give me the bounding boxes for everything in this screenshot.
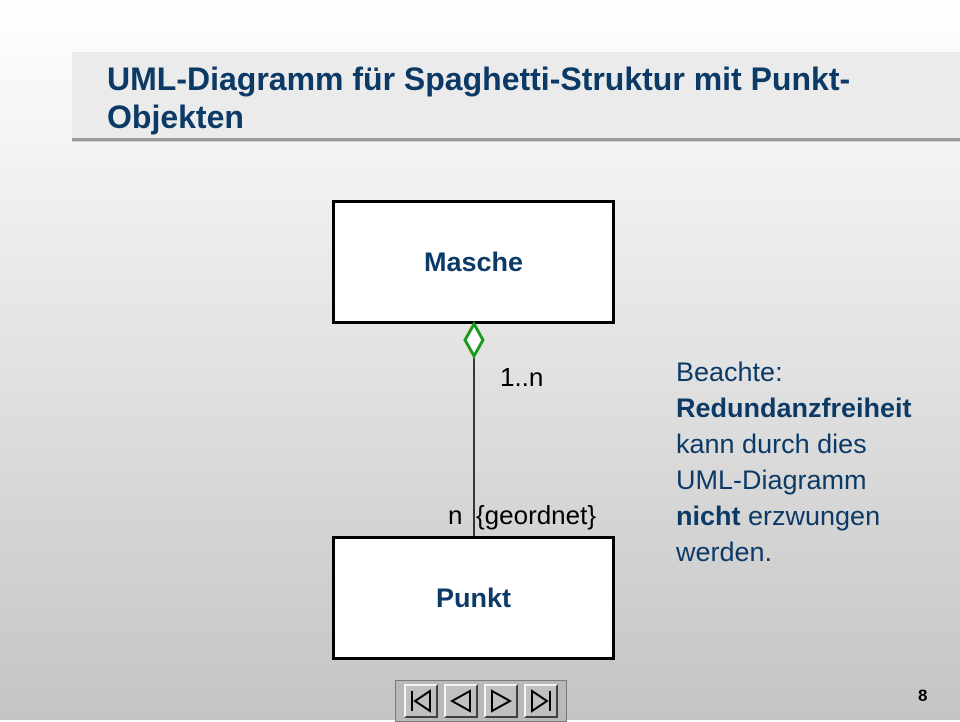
slide-navigation bbox=[395, 680, 567, 722]
note-line: UML-Diagramm bbox=[676, 465, 867, 495]
page-number: 8 bbox=[918, 686, 928, 705]
last-slide-button[interactable] bbox=[524, 684, 558, 718]
last-slide-icon bbox=[531, 689, 551, 713]
note-line: nicht erzwungen bbox=[676, 498, 958, 534]
class-box-punkt: Punkt bbox=[332, 536, 615, 660]
title-bar bbox=[72, 52, 960, 141]
slide-title: UML-Diagramm für Spaghetti-Struktur mit … bbox=[107, 61, 851, 135]
class-name-punkt: Punkt bbox=[435, 582, 511, 613]
multiplicity-bottom: n bbox=[448, 500, 463, 530]
note-emphasis: nicht bbox=[676, 501, 741, 531]
previous-slide-button[interactable] bbox=[444, 684, 478, 718]
first-slide-button[interactable] bbox=[404, 684, 438, 718]
class-box-masche: Masche bbox=[332, 200, 615, 324]
note-text: Beachte: Redundanzfreiheit kann durch di… bbox=[676, 354, 958, 570]
next-slide-icon bbox=[491, 689, 513, 713]
note-line: Beachte: bbox=[676, 357, 783, 387]
next-slide-button[interactable] bbox=[484, 684, 518, 718]
previous-slide-icon bbox=[449, 689, 471, 713]
note-line-rest: erzwungen bbox=[740, 501, 881, 531]
note-line: werden. bbox=[676, 537, 773, 567]
class-name-masche: Masche bbox=[423, 246, 524, 277]
note-line-bold: Redundanzfreiheit bbox=[676, 393, 912, 423]
note-line: kann durch dies bbox=[676, 429, 867, 459]
multiplicity-top: 1..n bbox=[500, 362, 544, 392]
aggregation-diamond-icon bbox=[463, 320, 485, 360]
constraint-label: {geordnet} bbox=[476, 500, 597, 530]
first-slide-icon bbox=[411, 689, 431, 713]
